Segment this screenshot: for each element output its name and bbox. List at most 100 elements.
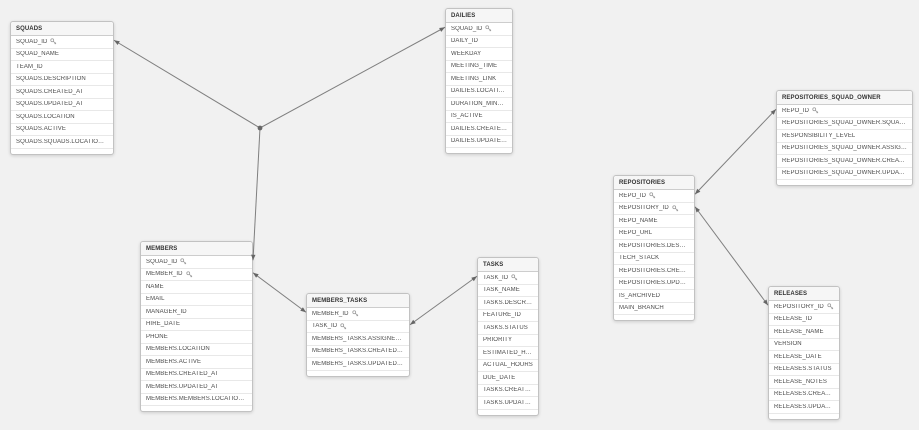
field-row[interactable]: TASKS.STATUS — [478, 322, 538, 335]
field-row[interactable]: RELEASE_DATE — [769, 351, 839, 364]
field-row[interactable]: REPOSITORIES_SQUAD_OWNER.SQUAD_ID — [777, 118, 912, 130]
field-row[interactable]: TEAM_ID — [11, 61, 113, 74]
field-name: REPOSITORIES.DESCRIPTION — [619, 242, 689, 249]
field-row[interactable]: RELEASE_NAME — [769, 326, 839, 339]
field-name: MEMBERS_TASKS.ASSIGNED_DATE — [312, 335, 404, 342]
relationship-line — [259, 26, 446, 129]
field-row[interactable]: MEMBERS.LOCATION — [141, 344, 252, 356]
field-row[interactable]: REPOSITORIES_SQUAD_OWNER.CREATED_AT — [777, 155, 912, 168]
field-row[interactable]: MEMBERS_TASKS.ASSIGNED_DATE — [307, 333, 409, 346]
field-row[interactable]: ESTIMATED_HOURS — [478, 347, 538, 360]
field-row[interactable]: REPOSITORY_ID — [769, 301, 839, 314]
field-row[interactable]: PHONE — [141, 331, 252, 344]
table-title: MEMBERS — [146, 245, 178, 252]
field-name: MEMBERS_TASKS.UPDATED_AT — [312, 360, 404, 367]
field-row[interactable]: REPOSITORY_ID — [614, 203, 694, 215]
field-row[interactable]: VERSION — [769, 339, 839, 351]
field-row[interactable]: TASKS.DESCRIPTION — [478, 297, 538, 310]
field-row[interactable]: REPO_ID — [777, 105, 912, 118]
field-row[interactable]: MEMBERS.MEMBERS.LOCATION_GeoInfo — [141, 394, 252, 406]
field-row[interactable]: REPOSITORIES_SQUAD_OWNER.ASSIGNED_DATE — [777, 143, 912, 155]
field-row[interactable]: MEMBERS_TASKS.UPDATED_AT — [307, 358, 409, 371]
field-row[interactable]: MEMBER_ID — [141, 269, 252, 281]
field-name: REPO_NAME — [619, 217, 658, 224]
field-row[interactable]: SQUAD_ID — [446, 23, 512, 36]
field-row[interactable]: REPO_URL — [614, 228, 694, 240]
field-row[interactable]: SQUADS.UPDATED_AT — [11, 99, 113, 111]
field-row[interactable]: TASK_ID — [307, 321, 409, 333]
table-header[interactable]: MEMBERS_TASKS — [307, 294, 409, 308]
field-row[interactable]: PRIORITY — [478, 335, 538, 347]
field-row[interactable]: MEMBER_ID — [307, 308, 409, 321]
field-row[interactable]: TASKS.UPDATED_AT — [478, 397, 538, 410]
field-name: ESTIMATED_HOURS — [483, 349, 533, 356]
field-row[interactable]: ACTUAL_HOURS — [478, 360, 538, 372]
field-row[interactable]: RESPONSIBILITY_LEVEL — [777, 130, 912, 143]
field-row[interactable]: SQUADS.ACTIVE — [11, 124, 113, 136]
field-row[interactable]: TASKS.CREATED_AT — [478, 385, 538, 397]
field-row[interactable]: RELEASES.STATUS — [769, 364, 839, 376]
field-row[interactable]: TASK_NAME — [478, 285, 538, 297]
field-row[interactable]: DAILIES.LOCATION — [446, 86, 512, 98]
field-row[interactable]: SQUADS.CREATED_AT — [11, 86, 113, 99]
field-row[interactable]: MEMBERS_TASKS.CREATED_AT — [307, 346, 409, 358]
field-row[interactable]: REPO_ID — [614, 190, 694, 203]
field-row[interactable]: SQUAD_ID — [141, 256, 252, 269]
field-row[interactable]: SQUAD_ID — [11, 36, 113, 49]
field-row[interactable]: MANAGER_ID — [141, 306, 252, 319]
field-row[interactable]: DAILIES.UPDATED_AT — [446, 136, 512, 148]
field-row[interactable]: DUE_DATE — [478, 372, 538, 385]
table-title: TASKS — [483, 261, 504, 268]
field-row[interactable]: DAILY_ID — [446, 36, 512, 48]
field-row[interactable]: REPOSITORIES.CREATED_AT — [614, 265, 694, 278]
field-row[interactable]: DURATION_MINUTES — [446, 98, 512, 111]
field-row[interactable]: SQUAD_NAME — [11, 49, 113, 61]
field-row[interactable]: MEMBERS.ACTIVE — [141, 356, 252, 369]
table-header[interactable]: REPOSITORIES_SQUAD_OWNER — [777, 91, 912, 105]
field-row[interactable]: RELEASE_NOTES — [769, 376, 839, 389]
field-row[interactable]: RELEASE_ID — [769, 314, 839, 326]
field-row[interactable]: DAILIES.CREATED_AT — [446, 123, 512, 136]
field-row[interactable]: EMAIL — [141, 294, 252, 306]
field-row[interactable]: TECH_STACK — [614, 253, 694, 265]
field-row[interactable]: IS_ACTIVE — [446, 111, 512, 123]
field-name: REPO_URL — [619, 230, 653, 237]
table-tasks[interactable]: TASKS TASK_ID TASK_NAMETASKS.DESCRIPTIONFE… — [477, 257, 539, 416]
field-row[interactable]: FEATURE_ID — [478, 310, 538, 322]
field-row[interactable]: MEETING_LINK — [446, 73, 512, 86]
field-row[interactable]: IS_ARCHIVED — [614, 290, 694, 303]
table-header[interactable]: DAILIES — [446, 9, 512, 23]
field-row[interactable]: REPOSITORIES.DESCRIPTION — [614, 240, 694, 253]
field-name: MEETING_TIME — [451, 63, 498, 70]
field-row[interactable]: MEMBERS.CREATED_AT — [141, 369, 252, 381]
field-row[interactable]: TASK_ID — [478, 272, 538, 285]
table-header[interactable]: MEMBERS — [141, 242, 252, 256]
field-row[interactable]: REPOSITORIES_SQUAD_OWNER.UPDATED_AT — [777, 168, 912, 180]
field-row[interactable]: WEEKDAY — [446, 48, 512, 61]
table-header[interactable]: SQUADS — [11, 22, 113, 36]
field-row[interactable]: MEMBERS.UPDATED_AT — [141, 381, 252, 394]
field-name: TASK_ID — [483, 274, 509, 281]
field-row[interactable]: SQUADS.LOCATION — [11, 111, 113, 124]
field-row[interactable]: NAME — [141, 281, 252, 294]
field-row[interactable]: SQUADS.SQUADS.LOCATION_GeoInfo — [11, 136, 113, 149]
field-row[interactable]: MEETING_TIME — [446, 61, 512, 73]
table-header[interactable]: REPOSITORIES — [614, 176, 694, 190]
field-row[interactable]: SQUADS.DESCRIPTION — [11, 74, 113, 86]
field-row[interactable]: REPOSITORIES.UPDATED_AT — [614, 278, 694, 290]
field-row[interactable]: HIRE_DATE — [141, 319, 252, 331]
table-header[interactable]: RELEASES — [769, 287, 839, 301]
field-row[interactable]: MAIN_BRANCH — [614, 303, 694, 315]
field-row[interactable]: RELEASES.CREATED_AT — [769, 389, 839, 401]
field-row[interactable]: RELEASES.UPDATED_AT — [769, 401, 839, 414]
field-row[interactable]: REPO_NAME — [614, 215, 694, 228]
table-header[interactable]: TASKS — [478, 258, 538, 272]
